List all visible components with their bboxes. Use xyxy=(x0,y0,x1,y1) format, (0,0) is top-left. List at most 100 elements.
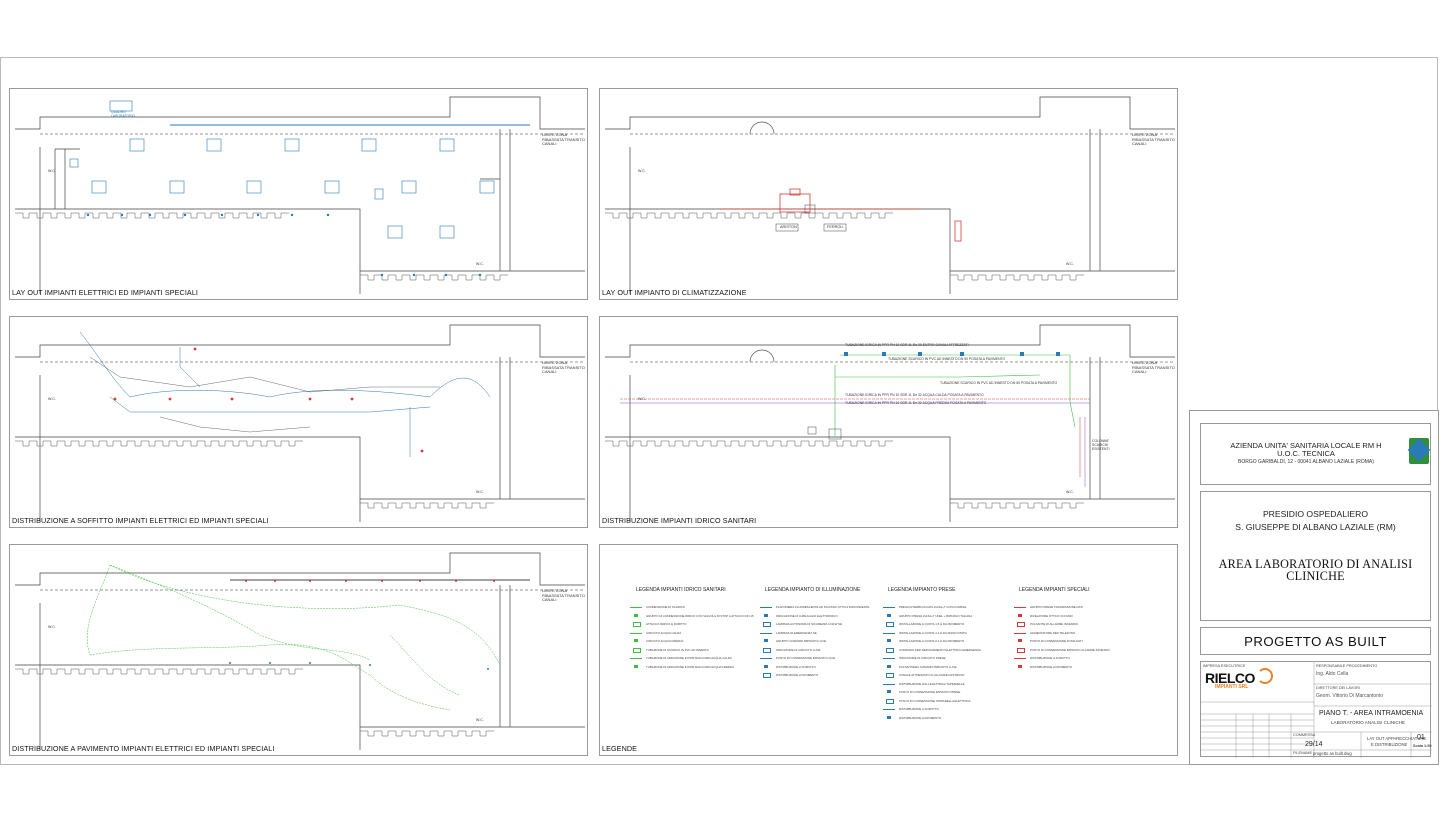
legend-item: TUBAZIONE DI ADDUZIONE IN PPR RACCORDI A… xyxy=(646,656,732,660)
legend-item: GRUPPO PRESE 2x16A+T UNEL + BIPASSO ITAL… xyxy=(899,613,973,618)
wc-label: W.C. xyxy=(48,397,56,401)
legend-title-plumbing: LEGENDA IMPIANTI IDRICO SANITARI xyxy=(636,587,726,593)
presidio-box: PRESIDIO OSPEDALIERO S. GIUSEPPE DI ALBA… xyxy=(1200,491,1431,621)
resp-label: RESPONSABILE PROCEDIMENTO xyxy=(1316,664,1378,668)
area-line2: CLINICHE xyxy=(1286,569,1345,583)
legend-symbol xyxy=(886,698,894,704)
legend-symbol xyxy=(1014,607,1026,608)
floor-cables-green xyxy=(87,564,501,711)
legend-symbol xyxy=(1018,664,1022,668)
legend-item: PULSANTIERA COMANDI IMPIANTO LUCE xyxy=(899,664,957,669)
legend-symbol xyxy=(634,664,638,668)
colonne-label: COLONNE SCARICHI ESISTENTI xyxy=(1092,439,1110,451)
panel-title: DISTRIBUZIONE A PAVIMENTO IMPIANTI ELETT… xyxy=(12,744,275,753)
legend-item: PUNTO DI CONNESSIONE IMPIANTO LUCE xyxy=(776,656,836,660)
legend-item: GRUPPO DI CONNESSIONE IDRICO CON VALVOLA… xyxy=(646,613,754,618)
legend-symbol xyxy=(764,639,768,642)
company-subtitle: IMPIANTI SRL xyxy=(1215,684,1249,690)
legend-symbol xyxy=(760,607,772,608)
zone-limit-label: LIMITE ZONA RIBASSATA TRANSITO CANALI xyxy=(542,588,585,602)
legend-symbol xyxy=(1014,632,1026,634)
legend-symbol xyxy=(630,658,642,659)
desc-line2: E DISTRIBUZIONE xyxy=(1371,742,1408,747)
legend-item: GRUPPO COMANDI IMPIANTO LUCE xyxy=(776,639,827,643)
legend-symbol xyxy=(763,622,771,627)
floor-plan-hvac xyxy=(605,96,1175,294)
legend-symbol xyxy=(634,639,638,642)
legend-title-special: LEGENDA IMPIANTI SPECIALI xyxy=(1019,587,1090,593)
legend-item: LAMPADA AUTONOMA DI SICUREZZA 1X11W SE xyxy=(776,622,843,626)
org-line1: AZIENDA UNITA' SANITARIA LOCALE RM H xyxy=(1230,441,1382,450)
pipe-label-5: TUBAZIONE IDRICA IN PPR PN 10 SDR 11 De … xyxy=(845,401,987,405)
pipe-label-2: TUBAZIONE SCARICO IN PVC AD INNESTO DN 5… xyxy=(888,357,1006,361)
panel-ceiling-distribution: LIMITE ZONA RIBASSATA TRANSITO CANALI W.… xyxy=(9,316,588,528)
org-line2: U.O.C. TECNICA xyxy=(1277,449,1335,458)
floor-plan-electrical xyxy=(15,96,585,294)
water-pipes-red xyxy=(620,398,1090,477)
legend-symbol xyxy=(887,664,891,668)
org-box: AZIENDA UNITA' SANITARIA LOCALE RM H U.O… xyxy=(1200,423,1431,485)
presidio-line2: S. GIUSEPPE DI ALBANO LAZIALE (RM) xyxy=(1235,521,1396,532)
filename-label: FILENAME xyxy=(1293,751,1312,755)
legend-item: DISTRIBUZIONE DALL'ELETTRICA TAPPARELLE xyxy=(899,681,965,686)
legend-symbol xyxy=(887,715,891,719)
pipe-label-4: TUBAZIONE IDRICA IN PPR PN 10 SDR 11 De … xyxy=(845,393,984,397)
legend-item: CONNESSIONE DI SCARICO xyxy=(646,605,686,609)
legend-title-sockets: LEGENDA IMPIANTO PRESE xyxy=(888,587,956,593)
filename: progetto as built.dwg xyxy=(1313,751,1352,756)
legend-item: CIRCUITO ACQUA FREDDA xyxy=(646,639,684,643)
panel-floor-distribution: LIMITE ZONA RIBASSATA TRANSITO CANALI W.… xyxy=(9,544,588,756)
legend-symbol xyxy=(886,647,894,653)
panel-title: DISTRIBUZIONE A SOFFITTO IMPIANTI ELETTR… xyxy=(12,516,269,525)
legend-symbol xyxy=(886,622,894,627)
wc-label-2: W.C. xyxy=(476,490,484,494)
legend-item: INDICAZIONE DI CABLAGGIO ELETTRONICO xyxy=(776,613,838,618)
light-fixtures xyxy=(69,100,530,239)
panel-plumbing-distribution: TUBAZIONE IDRICA IN PPR PN 10 SDR 11 De … xyxy=(599,316,1178,528)
wc-label-2: W.C. xyxy=(476,262,484,266)
project-title: PROGETTO AS BUILT xyxy=(1200,627,1431,655)
legend-symbol xyxy=(883,683,895,685)
zone-limit-label: LIMITE ZONA RIBASSATA TRANSITO CANALI xyxy=(1132,360,1175,374)
legend-item: RIVELATORE OTTICO DI FUMO xyxy=(1030,613,1073,618)
legend-symbol xyxy=(760,658,772,659)
panel-title: LAY OUT IMPIANTO DI CLIMATIZZAZIONE xyxy=(602,288,747,297)
panel-hvac-layout: ARISTON FERROLI LIMITE ZONA RIBASSATA TR… xyxy=(599,88,1178,300)
commessa-label: COMMESSA xyxy=(1293,733,1316,737)
zone-limit-label: LIMITE ZONA RIBASSATA TRANSITO CANALI xyxy=(1132,132,1175,146)
water-pipes-green xyxy=(834,354,1076,437)
legend-item: DISTRIBUZIONE A PAVIMENTO xyxy=(776,673,819,677)
panel-electrical-layout: QUADRO LABORATORIO LIMITE ZONA RIBASSATA… xyxy=(9,88,588,300)
wc-label: W.C. xyxy=(638,169,646,173)
legend-item: INSTALLAZIONE A QUOTA 0.4 H DA PAVIMENTO xyxy=(899,639,965,643)
title-block: AZIENDA UNITA' SANITARIA LOCALE RM H U.O… xyxy=(1189,410,1439,765)
quadro-label: QUADRO LABORATORIO xyxy=(111,110,136,118)
legend-symbol xyxy=(760,632,772,634)
panel-title: LEGENDE xyxy=(602,744,638,753)
legend-symbol xyxy=(883,658,895,659)
floor-plan-ceiling xyxy=(15,324,585,522)
floor-title: PIANO T. - AREA INTRAMOENIA xyxy=(1319,710,1424,717)
legend-item: GRUPPO PRESE TRASMISSIONE DATI xyxy=(1030,605,1083,609)
ariston-label: ARISTON xyxy=(780,225,797,229)
legend-item: TUBAZIONE DI SCARICO IN PVC AD INNESTO xyxy=(646,647,709,652)
legend-item: LAMPADA DI EMERGENZA SE xyxy=(776,630,817,635)
legend-item: DISTRIBUZIONE A SOFFITTO xyxy=(1030,656,1070,660)
panel-title: DISTRIBUZIONE IMPIANTI IDRICO SANITARI xyxy=(602,516,757,525)
drain-pipes-purple xyxy=(620,402,1090,487)
area-line1: AREA LABORATORIO DI ANALISI xyxy=(1218,557,1413,571)
wc-label: W.C. xyxy=(48,169,56,173)
ceiling-red-markers xyxy=(113,347,424,453)
legend-item: INDICATORE DI CIRCUITO PRESE xyxy=(899,656,946,660)
floor-plan-plumbing xyxy=(605,324,1175,522)
ceiling-cables-black xyxy=(89,356,440,433)
asl-logo: ASL RMH xyxy=(1407,435,1431,464)
dir-name: Geom. Vittorio Di Marcantonio xyxy=(1316,693,1383,699)
commessa-value: 29/14 xyxy=(1305,741,1323,748)
legend-item: DISTRIBUZIONE A SOFFITTO xyxy=(776,664,816,669)
floor-red-markers xyxy=(245,580,495,582)
legend-symbol xyxy=(633,647,641,653)
zone-limit-label: LIMITE ZONA RIBASSATA TRANSITO CANALI xyxy=(542,132,585,146)
legend-item: INSTALLAZIONE A QUOTA 1.5 H DA PAVIMENTO xyxy=(899,622,965,626)
wc-label-2: W.C. xyxy=(476,718,484,722)
